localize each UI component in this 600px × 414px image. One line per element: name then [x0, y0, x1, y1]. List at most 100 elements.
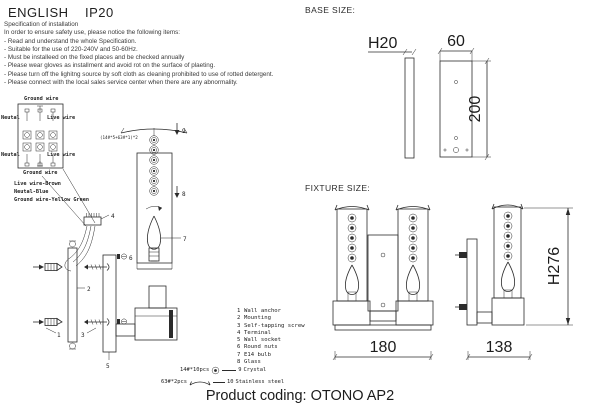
wall-socket-plate	[102, 254, 117, 353]
parts-list-item-stainless: 63#*2pcs 10 Stainless steel	[161, 379, 285, 385]
mount-hole	[465, 148, 469, 152]
specification-block: Specification of installation In order t…	[4, 21, 304, 87]
terminal-connector	[64, 213, 102, 272]
rotate-arrow-icon	[145, 206, 163, 211]
socket-arm-side	[476, 311, 493, 324]
e14-bulb	[146, 215, 162, 262]
dim-h20: H20	[368, 35, 397, 52]
leader-line	[222, 369, 237, 371]
crystal-spec: (14#*5+63#*1)*2	[100, 135, 138, 140]
wall-plate-side	[466, 238, 478, 326]
down-arrow-icon	[174, 123, 180, 135]
crystal-beads-side	[503, 211, 513, 261]
label-neutral-top: Neutal	[1, 115, 20, 121]
label-ground-top: Ground wire	[24, 96, 58, 102]
ip-rating: IP20	[85, 5, 114, 20]
base-side-view: H20	[368, 35, 417, 159]
product-coding: Product coding: OTONO AP2	[205, 388, 395, 404]
legend-neutral: Neutal-Blue	[14, 189, 48, 195]
back-plate	[367, 234, 399, 312]
dim-h276: H276	[546, 247, 563, 285]
dim-200: 200	[467, 96, 484, 123]
legend-live: Live wire-Brown	[14, 181, 61, 187]
round-nut-icon	[117, 318, 127, 325]
fixture-size-drawing: 180 138	[332, 203, 573, 361]
self-tapping-screw-icon	[84, 263, 110, 271]
spec-item: - Please connect with the local sales se…	[4, 79, 238, 87]
self-tapping-screw-icon	[84, 318, 110, 326]
mount-hole	[443, 148, 447, 152]
label-neutral-bottom: Neutal	[1, 152, 20, 158]
crystal-qty: 14#*10pcs	[180, 367, 210, 373]
label-live-top: Live wire	[47, 115, 75, 121]
spec-intro: In order to ensure safety use, please no…	[4, 29, 181, 37]
mount-hole	[454, 80, 458, 84]
language-title: ENGLISH	[8, 5, 69, 20]
callout-round-nuts: 6	[129, 255, 133, 262]
base-size-label: BASE SIZE:	[305, 5, 356, 15]
callout-crystal: 9	[182, 128, 186, 135]
spec-item: - Read and understand the whole Specific…	[4, 37, 137, 45]
mount-hole	[453, 147, 459, 153]
stainless-steel-arc-icon	[189, 380, 211, 385]
label-ground-bottom: Ground wire	[23, 170, 57, 176]
installation-diagram: Ground wire Neutal	[1, 96, 188, 370]
stainless-qty: 63#*2pcs	[161, 379, 187, 385]
zoom-wedge-line	[41, 175, 87, 227]
leader-line	[212, 381, 225, 383]
base-size-drawing: H20 60 200	[368, 33, 491, 161]
callout-wall-socket: 5	[106, 363, 110, 370]
mount-hole	[454, 136, 458, 140]
spec-item: - Must be installeed on the fixed places…	[4, 54, 185, 62]
callout-wall-anchor: 1	[57, 332, 61, 339]
socket-arm	[115, 323, 136, 337]
dim-138: 138	[486, 339, 513, 356]
bulb-front	[344, 264, 360, 295]
legend-ground: Ground wire-Yellow Green	[14, 197, 89, 203]
fixture-front-view: 180	[332, 204, 434, 361]
terminal-barrels	[22, 130, 58, 152]
mounting-bar	[67, 240, 78, 350]
crystal-beads-front	[347, 213, 418, 263]
callout-bulb: 7	[183, 236, 187, 243]
base-front-view: 60 200	[437, 33, 491, 161]
dim-60: 60	[447, 33, 465, 50]
wall-anchor-icon	[33, 262, 63, 272]
wiring-diagram: Ground wire Neutal	[1, 96, 96, 227]
lamp-socket-assembly	[134, 285, 178, 341]
bulb-side	[500, 261, 516, 292]
glass-shade	[136, 152, 173, 264]
terminal-screws-top	[24, 108, 56, 121]
spec-item: - Suitable for the use of 220-240V and 5…	[4, 45, 138, 53]
terminal-screws-bottom	[24, 154, 56, 167]
wall-anchor-icon	[33, 317, 63, 326]
spec-item: - Please wear gloves as installment and …	[4, 62, 216, 70]
dim-180: 180	[370, 339, 397, 356]
spec-title: Specification of installation	[4, 21, 79, 28]
callout-screw: 3	[81, 332, 85, 339]
round-nut-icon	[117, 253, 127, 260]
socket-box	[395, 300, 434, 326]
socket-box	[332, 300, 371, 326]
callout-mounting: 2	[87, 286, 91, 293]
bulb-front	[405, 264, 421, 295]
exploded-view: 9 (14#*5+63#*1)*2 8	[33, 123, 188, 370]
callout-terminal: 4	[111, 213, 115, 220]
crystal-bead-stack	[149, 135, 159, 196]
fixture-side-view: 138 H276	[455, 203, 573, 361]
down-arrow-icon	[174, 186, 180, 198]
parts-list-item-crystal: 14#*10pcs 9 Crystal	[180, 366, 267, 374]
fixture-size-label: FIXTURE SIZE:	[305, 183, 371, 193]
label-live-bottom: Live wire	[47, 152, 75, 158]
spec-item: - Please turn off the lighitng source by…	[4, 70, 274, 78]
socket-box-side	[491, 297, 525, 326]
